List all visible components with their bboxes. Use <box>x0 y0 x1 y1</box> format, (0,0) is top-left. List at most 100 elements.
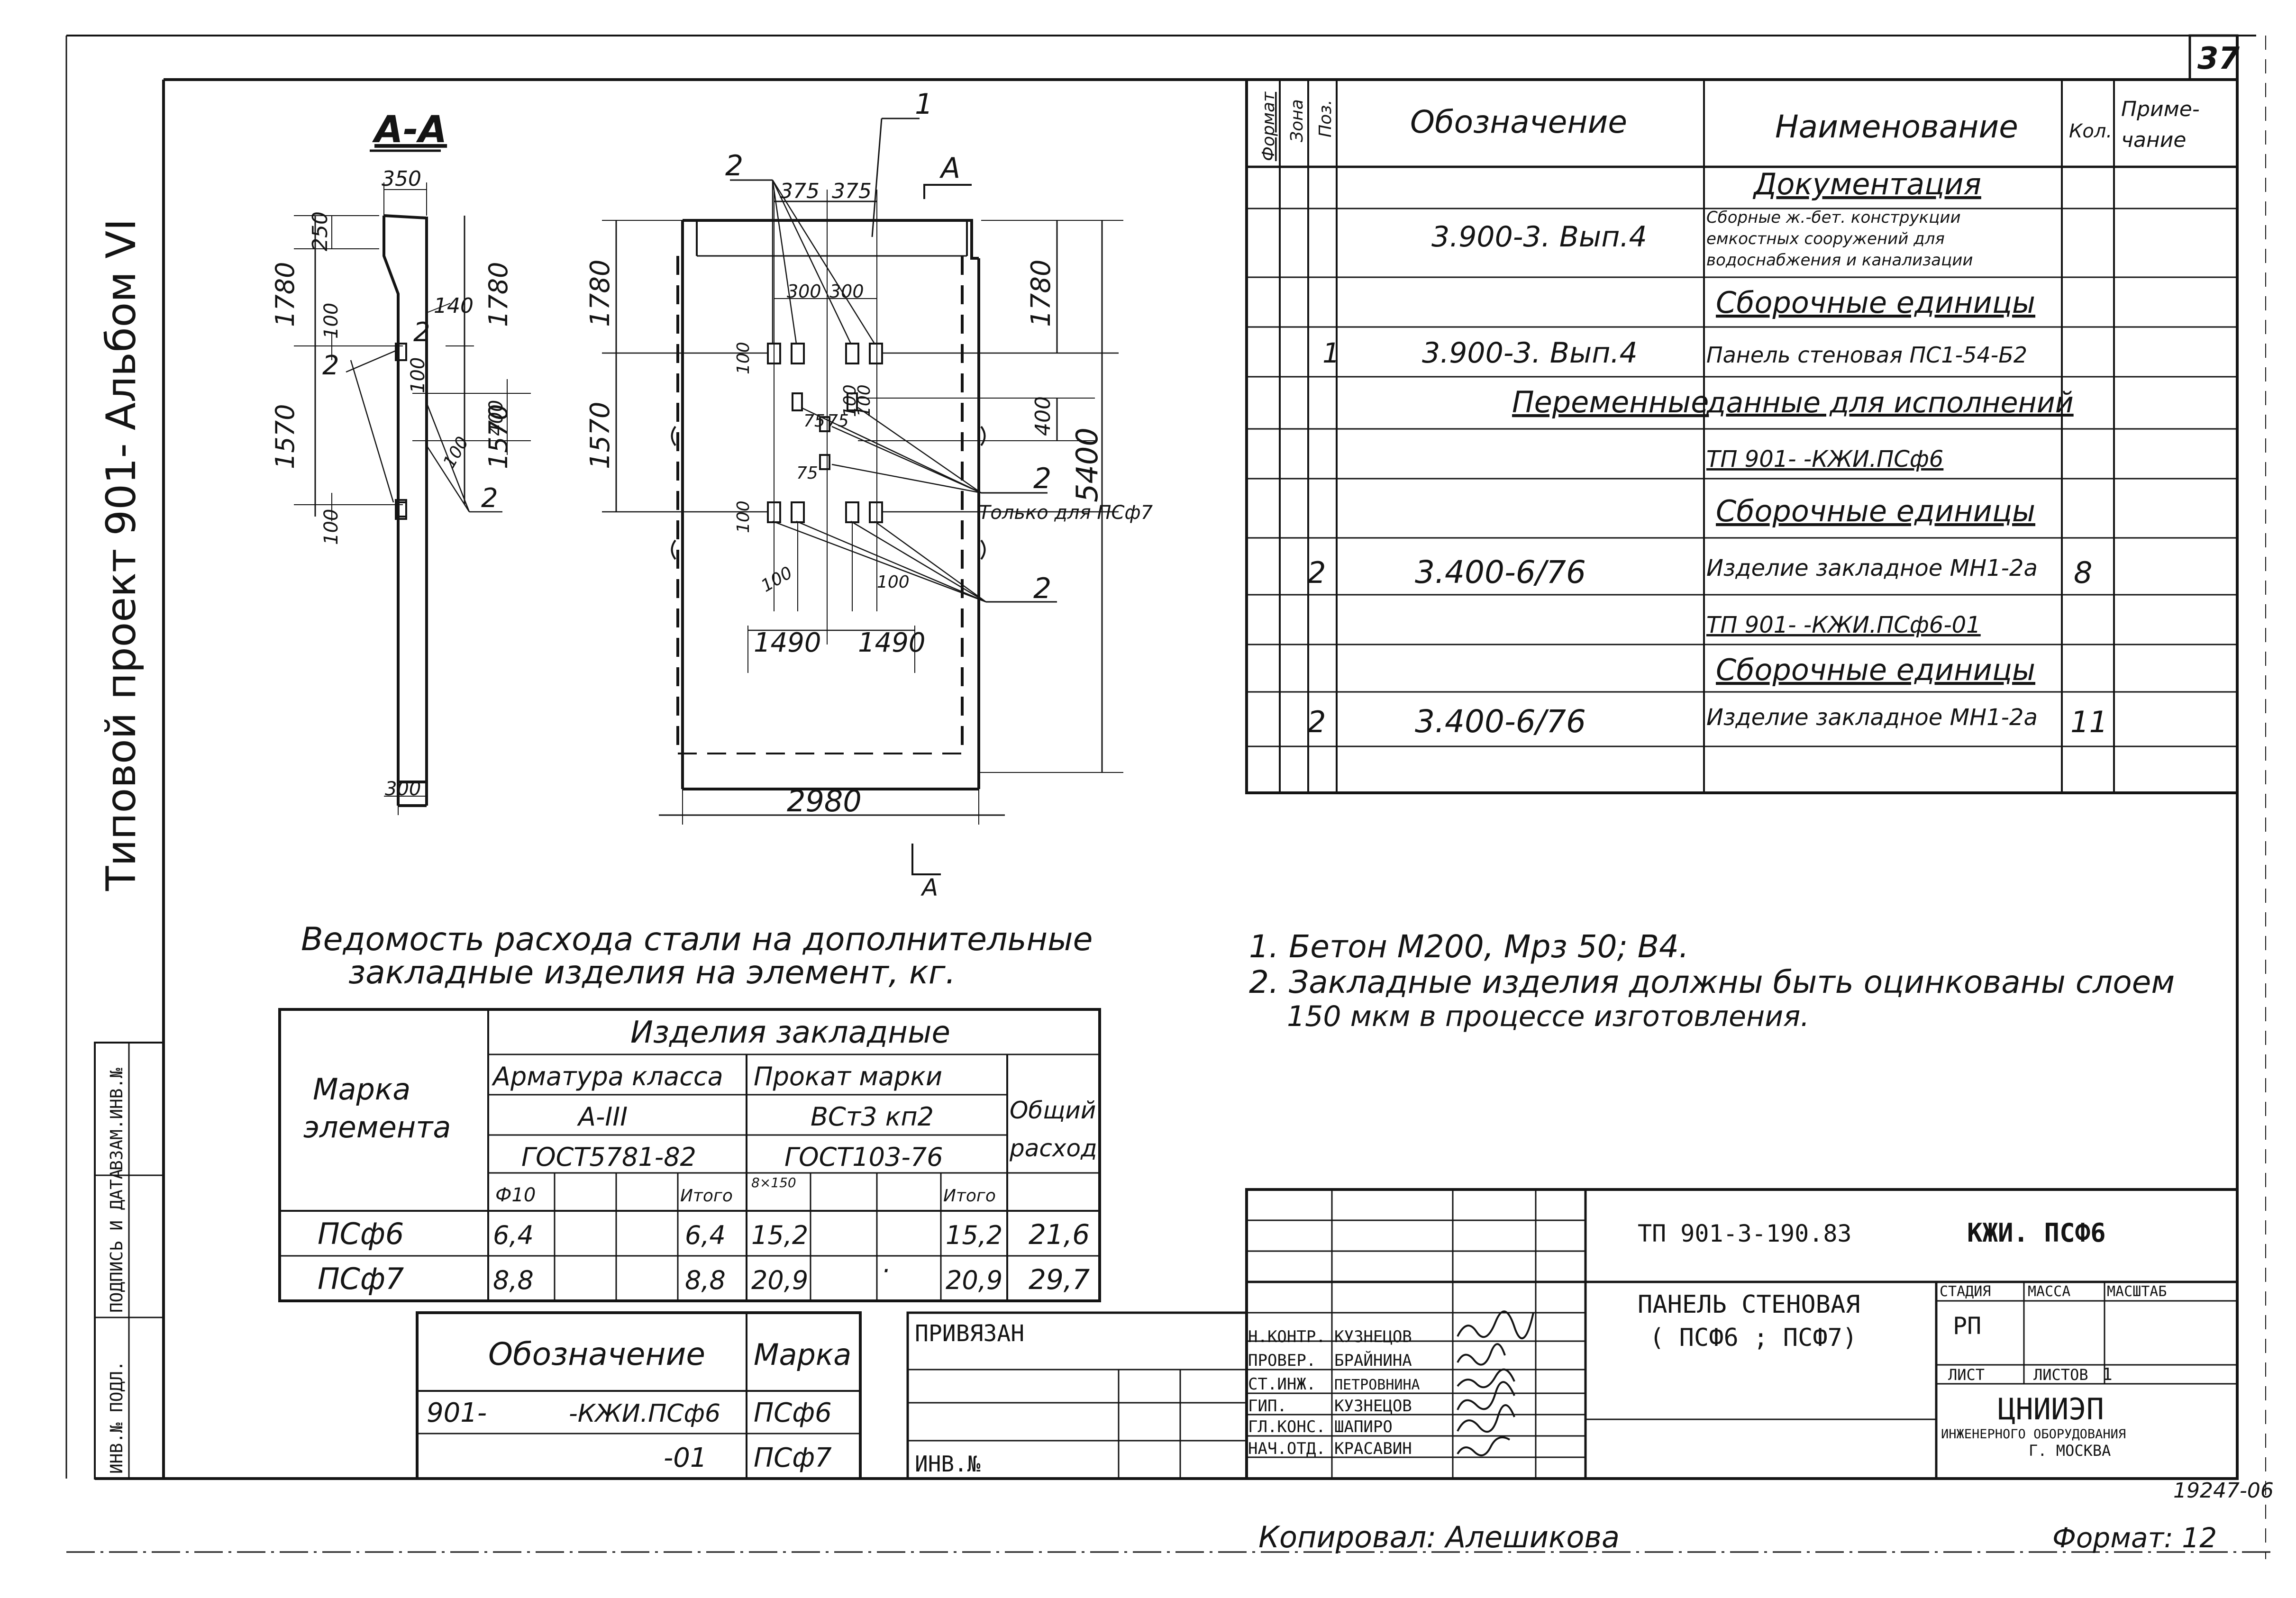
elev-dim-375a: 375 <box>780 179 820 203</box>
stamp-podpis-data: ПОДПИСЬ И ДАТА <box>107 1169 127 1313</box>
title-block: ПРИВЯЗАН ИНВ.№ Н.КОНТР. КУЗНЕЦОВ ПРОВЕР.… <box>906 1188 2239 1480</box>
tb-title-1: ПАНЕЛЬ СТЕНОВАЯ <box>1638 1290 1860 1319</box>
tb-role-4: ГЛ.КОНС. <box>1248 1417 1326 1436</box>
elev-dim-1490a: 1490 <box>754 627 821 658</box>
spec-header-zona: Зона <box>1287 99 1307 142</box>
elev-dim-100d: 100 <box>758 563 796 596</box>
tb-name-4: ШАПИРО <box>1334 1417 1393 1436</box>
elev-callout-2-bottom: 2 <box>1033 572 1051 605</box>
elev-dim-75c: 75 <box>796 463 818 483</box>
mark-row-0-mark: ПСф6 <box>754 1398 832 1428</box>
elev-dim-300a: 300 <box>787 281 821 302</box>
sheet-number: 37 <box>2197 41 2240 76</box>
elev-dim-1490b: 1490 <box>858 627 926 658</box>
note-2-cont: 150 мкм в процессе изготовления. <box>1287 1000 1809 1033</box>
elev-dim-2980: 2980 <box>787 784 862 818</box>
tb-org-name: ЦНИИЭП <box>1998 1392 2104 1426</box>
elev-dim-75a: 75 <box>803 411 825 431</box>
steel-table-title-1: Ведомость расхода стали на дополнительны… <box>301 921 1093 958</box>
mark-row-1-mark: ПСф7 <box>754 1443 832 1473</box>
sec-leader-2a: 2 <box>413 317 430 348</box>
elev-callout-2-top: 2 <box>725 149 743 182</box>
spec-row-1-name: Сборные ж.-бет. конструкции емкостных со… <box>1706 208 1973 270</box>
elev-note-text: Только для ПСф7 <box>979 502 1153 524</box>
tb-role-1: ПРОВЕР. <box>1248 1351 1316 1370</box>
sec-dim-100d: 100 <box>320 509 342 545</box>
elev-section-marker-bottom: А <box>920 874 938 901</box>
steel-row-1-dot: · <box>882 1256 890 1286</box>
steel-sub-phi: Ф10 <box>495 1184 536 1206</box>
spec-row-6-name: Сборочные единицы <box>1716 494 2035 528</box>
elev-dim-75b: 75 <box>827 411 849 431</box>
tb-stage-label: СТАДИЯ <box>1940 1283 1991 1300</box>
spec-row-9-name: Сборочные единицы <box>1716 653 2035 687</box>
steel-row-0-phi: 6,4 <box>493 1220 534 1250</box>
spec-row-10-poz: 2 <box>1307 705 1326 739</box>
mark-header-designation: Обозначение <box>488 1336 705 1372</box>
elev-dim-1570-left: 1570 <box>585 401 616 469</box>
copied-by: Копировал: Алешикова <box>1258 1520 1620 1554</box>
spec-header-poz: Поз. <box>1316 100 1335 137</box>
left-stamp: ИНВ.№ ПОДЛ. ПОДПИСЬ И ДАТА ВЗАМ.ИНВ.№ <box>94 1042 164 1480</box>
tb-mass-label: МАССА <box>2028 1283 2070 1300</box>
elev-dim-100b: 100 <box>840 384 860 417</box>
steel-row-0-itogo: 6,4 <box>685 1220 726 1250</box>
signatures <box>1457 1310 1534 1456</box>
steel-armatura-class: А-III <box>577 1102 628 1132</box>
mark-row-0-prefix: 901- <box>427 1398 487 1428</box>
steel-sub-prof: 8×150 <box>751 1175 796 1190</box>
mark-table: Обозначение Марка 901- -КЖИ.ПСф6 ПСф6 -0… <box>416 1311 862 1480</box>
steel-row-0-total: 21,6 <box>1029 1218 1090 1251</box>
spec-row-3-poz: 1 <box>1322 337 1340 369</box>
signature-1 <box>1457 1310 1534 1339</box>
steel-row-1-total: 29,7 <box>1029 1263 1090 1296</box>
elev-dim-100c: 100 <box>734 500 753 533</box>
steel-table-title-2: закладные изделия на элемент, кг. <box>348 954 956 991</box>
inv-no-label: ИНВ.№ <box>915 1451 981 1477</box>
elev-dim-1780-right: 1780 <box>1026 259 1057 327</box>
spec-header-format: Формат <box>1259 91 1278 161</box>
elev-callout-2-right: 2 <box>1033 462 1051 495</box>
sheet-format: Формат: 12 <box>2052 1522 2217 1554</box>
signature-6 <box>1457 1436 1511 1456</box>
steel-header-group: Изделия закладные <box>630 1015 950 1050</box>
spec-row-10-designation: 3.400-6/76 <box>1415 703 1586 740</box>
tb-org-sub: ИНЖЕНЕРНОГО ОБОРУДОВАНИЯ <box>1941 1427 2126 1442</box>
elev-section-marker-top: А <box>939 152 960 185</box>
steel-row-1-phi: 8,8 <box>493 1265 534 1295</box>
spec-row-7-poz: 2 <box>1307 555 1326 590</box>
sec-dim-300: 300 <box>385 778 421 800</box>
tb-sheets-label: ЛИСТОВ <box>2033 1366 2088 1384</box>
steel-row-0-prof: 15,2 <box>751 1220 808 1250</box>
steel-sub-itogo: Итого <box>680 1186 733 1206</box>
tb-role-0: Н.КОНТР. <box>1248 1327 1326 1346</box>
section-aa-title: А-А <box>372 109 447 151</box>
spec-header-name: Наименование <box>1775 109 2018 145</box>
mark-row-0-designation: -КЖИ.ПСф6 <box>569 1399 720 1428</box>
privyazan-label: ПРИВЯЗАН <box>915 1320 1024 1347</box>
steel-prokat-gost: ГОСТ103-76 <box>784 1142 943 1172</box>
sec-dim-100a: 100 <box>320 303 342 339</box>
tb-scale-label: МАСШТАБ <box>2107 1283 2167 1300</box>
signature-3 <box>1457 1368 1515 1389</box>
tb-name-5: КРАСАВИН <box>1334 1439 1412 1458</box>
section-aa-drawing: А-А 350 <box>270 109 531 815</box>
mark-row-1-designation: -01 <box>664 1443 707 1473</box>
sec-dim-100c: 100 <box>439 433 473 471</box>
spec-table: Формат Зона Поз. Обозначение Наименовани… <box>1245 78 2239 794</box>
elev-dim-100a: 100 <box>734 342 753 374</box>
embedded-plates <box>767 343 883 523</box>
tb-stage-value: РП <box>1953 1312 1981 1340</box>
tb-org-city: Г. МОСКВА <box>2029 1442 2111 1460</box>
tb-sheet-label: ЛИСТ <box>1948 1366 1985 1384</box>
tb-doc-mark: КЖИ. ПСФ6 <box>1967 1218 2106 1248</box>
sec-dim-140: 140 <box>434 294 474 318</box>
signature-4 <box>1457 1381 1515 1410</box>
spec-row-7-designation: 3.400-6/76 <box>1415 554 1586 590</box>
steel-sub-itogo2: Итого <box>943 1186 996 1206</box>
elev-dim-100e: 100 <box>877 572 910 592</box>
spec-header-qty: Кол. <box>2069 120 2112 142</box>
